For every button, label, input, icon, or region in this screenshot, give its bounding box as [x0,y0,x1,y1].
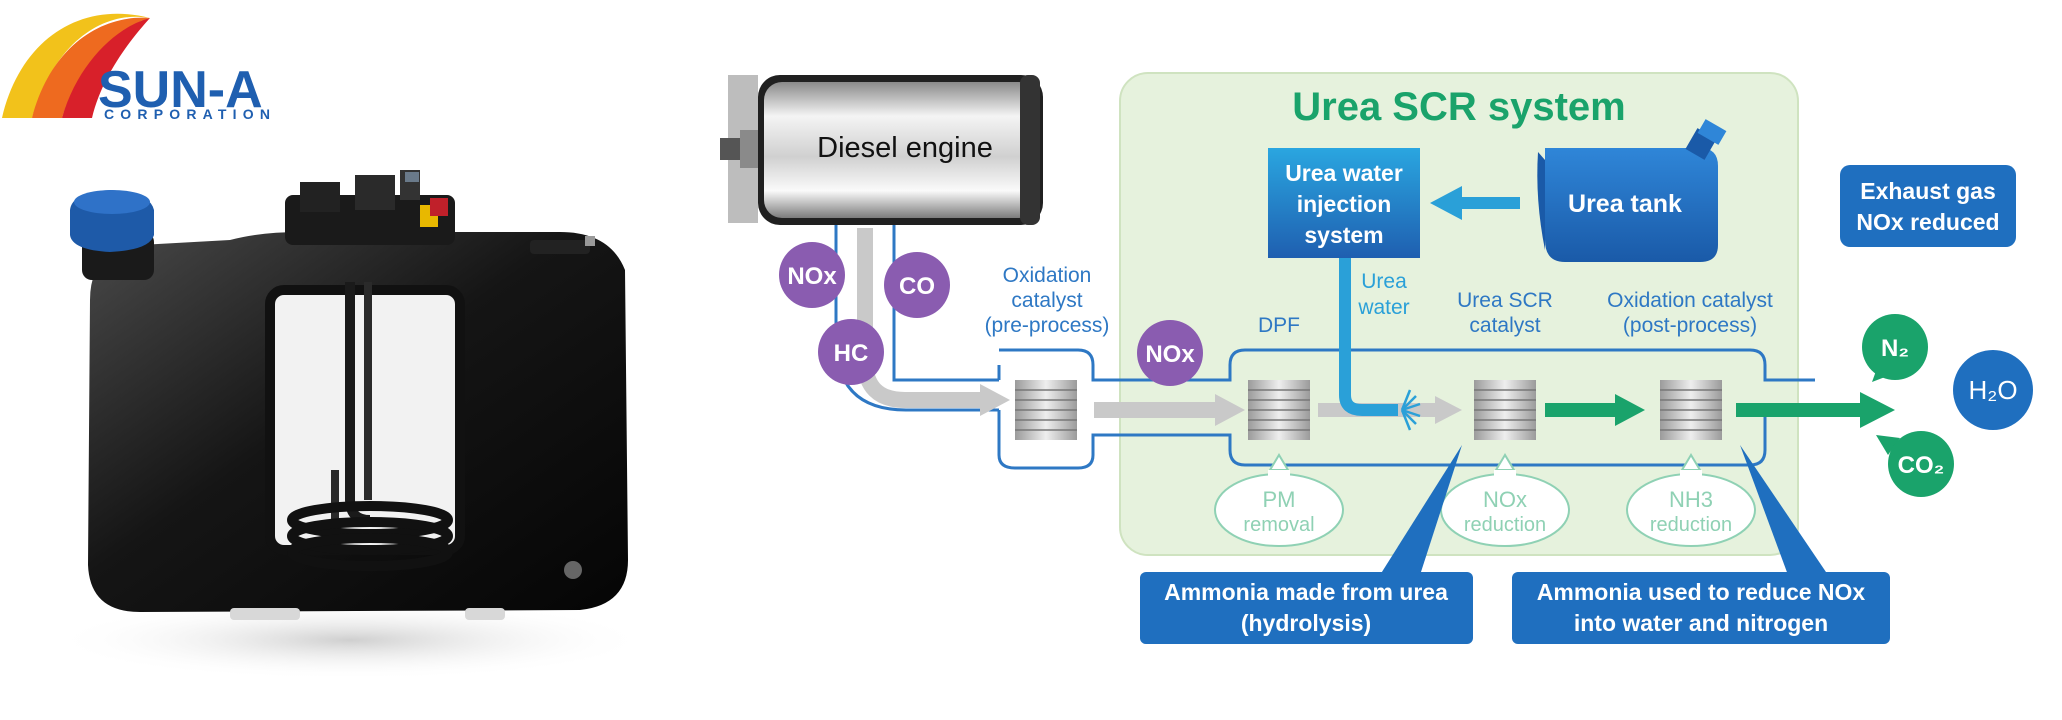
sun-a-logo [2,13,150,118]
urea-water-line [1339,258,1421,431]
svg-text:Exhaust gas: Exhaust gas [1860,178,1996,204]
ox-pre-label-1: Oxidation [1003,264,1092,287]
nh3-reduction-bubble: NH3 reduction [1626,453,1756,547]
ox-pre-label-3: (pre-process) [985,314,1110,337]
logo-wordmark: SUN-A [98,61,263,119]
hydrolysis-callout: Ammonia made from urea (hydrolysis) [1140,445,1473,644]
svg-text:removal: removal [1243,514,1314,536]
svg-text:N₂: N₂ [1881,335,1909,362]
pm-removal-bubble: PM removal [1214,453,1344,547]
oxidation-catalyst-post [1660,380,1722,440]
svg-text:Ammonia used to reduce NOx: Ammonia used to reduce NOx [1537,579,1866,605]
dpf-label: DPF [1258,314,1300,337]
svg-text:(hydrolysis): (hydrolysis) [1241,610,1371,636]
reduction-callout: Ammonia used to reduce NOx into water an… [1512,445,1890,644]
hc-badge: HC [818,319,884,385]
oxidation-catalyst-pre [1015,380,1077,440]
svg-text:NOx reduced: NOx reduced [1856,209,1999,235]
system-title: Urea SCR system [1292,85,1626,129]
co-badge: CO [884,252,950,318]
svg-text:H₂O: H₂O [1968,375,2017,405]
svg-text:Ammonia made from urea: Ammonia made from urea [1164,579,1448,605]
svg-text:PM: PM [1263,487,1296,512]
urea-tank-product-image [50,170,650,680]
svg-text:CO₂: CO₂ [1898,452,1945,479]
urea-scr-catalyst [1474,380,1536,440]
injection-label-1: Urea water [1285,160,1403,186]
treated-flow-arrows [1545,392,1895,428]
injection-system-box [1268,148,1420,258]
engine-label: Diesel engine [817,132,993,164]
diesel-engine [720,75,1043,225]
svg-text:CO: CO [899,273,935,300]
injection-label-3: system [1304,222,1383,248]
svg-text:HC: HC [834,340,869,367]
nox-badge-after-ox: NOx [1137,320,1203,386]
svg-text:into water and nitrogen: into water and nitrogen [1574,610,1828,636]
svg-text:reduction: reduction [1650,514,1732,536]
ox-pre-label-2: catalyst [1011,289,1082,312]
ox-post-label-1: Oxidation catalyst [1607,289,1773,312]
co2-output: CO₂ [1876,431,1954,497]
scr-label-2: catalyst [1469,314,1540,337]
urea-tank-icon [1537,119,1727,262]
ox-post-label-2: (post-process) [1623,314,1757,337]
n2-output: N₂ [1862,314,1928,382]
scr-label-1: Urea SCR [1457,289,1553,312]
svg-text:NOx: NOx [1483,487,1527,512]
tank-label: Urea tank [1568,190,1682,218]
svg-text:NOx: NOx [1145,341,1195,368]
urea-water-label-2: water [1357,296,1409,319]
h2o-output: H₂O [1953,350,2033,430]
injection-label-2: injection [1297,191,1392,217]
exhaust-result-box: Exhaust gas NOx reduced [1840,165,2016,247]
logo-subtitle: CORPORATION [104,106,277,122]
svg-text:reduction: reduction [1464,514,1546,536]
svg-text:NOx: NOx [787,263,837,290]
tank-to-injector-arrow [1430,186,1520,220]
dpf-filter [1248,380,1310,440]
svg-text:NH3: NH3 [1669,487,1713,512]
nox-badge: NOx [779,242,845,308]
urea-water-label-1: Urea [1361,270,1407,293]
